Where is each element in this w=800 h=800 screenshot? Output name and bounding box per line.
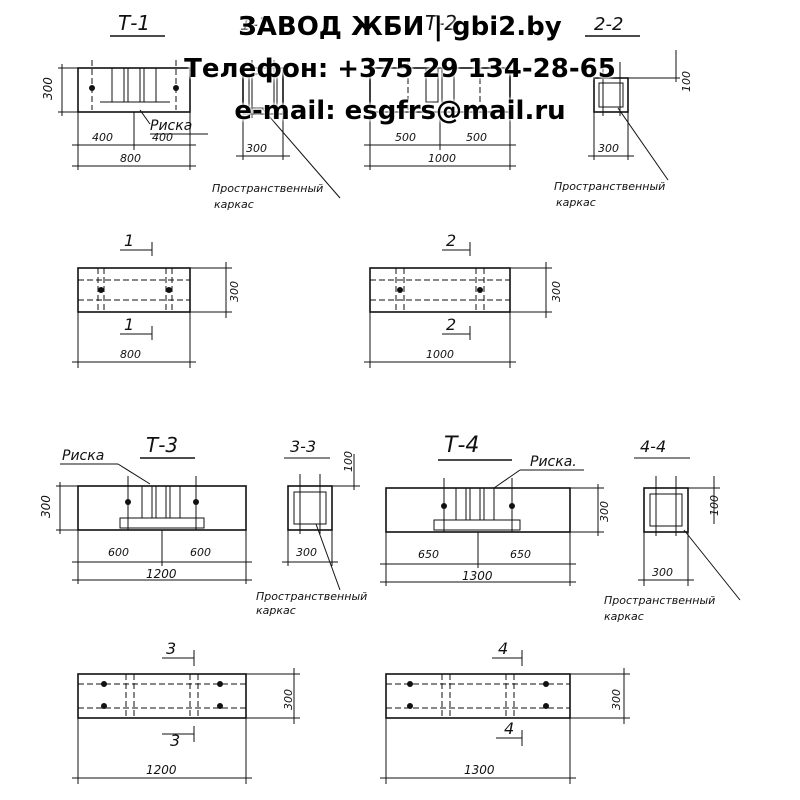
plan-3: 3 300 3 1200 — [72, 639, 300, 784]
t2-dim-left: 500 — [395, 131, 416, 144]
p1-height: 300 — [228, 281, 241, 302]
p3-mark-top: 3 — [166, 639, 176, 658]
t3-dim-total: 1200 — [146, 567, 177, 581]
s4-top: 100 — [708, 495, 721, 516]
frame-note-1a: Пространственный — [212, 182, 323, 195]
s2-title: 2-2 — [594, 14, 623, 35]
section-1-1: 1-1 300 — [236, 14, 341, 199]
p2-height: 300 — [550, 281, 563, 302]
p4-total: 1300 — [464, 763, 495, 777]
plan-4: 4 300 4 1300 — [380, 639, 630, 784]
email-banner: e-mail: esgfrs@mail.ru — [234, 96, 566, 126]
section-2-2: 2-2 100 300 — [585, 14, 693, 181]
s3-top: 100 — [342, 451, 355, 472]
t3-height: 300 — [39, 495, 53, 518]
t4-title: Т-4 — [444, 433, 479, 458]
t3-title: Т-3 — [146, 433, 178, 457]
frame-note-2b: каркас — [556, 196, 596, 209]
t4-dim-right: 650 — [510, 548, 531, 561]
t1-dim-left: 400 — [92, 131, 113, 144]
frame-note-4b: каркас — [604, 610, 644, 623]
p1-mark-top: 1 — [124, 231, 134, 250]
t4-riska-label: Риска. — [530, 454, 577, 470]
t3-dim-right: 600 — [190, 546, 211, 559]
p4-mark-top: 4 — [498, 639, 508, 658]
company-banner: ЗАВОД ЖБИ | gbi2.by — [238, 12, 562, 42]
s4-width: 300 — [652, 566, 673, 579]
t2-title: Т-2 — [425, 11, 457, 35]
s2-top: 100 — [680, 71, 693, 92]
s3-title: 3-3 — [290, 437, 316, 456]
t4-dim-total: 1300 — [462, 569, 493, 583]
section-3-3: 3-3 100 300 — [282, 437, 360, 591]
t1-riska-label: Риска — [150, 118, 192, 134]
t2-dim-right: 500 — [466, 131, 487, 144]
t3-riska-label: Риска — [62, 448, 104, 464]
plan-2: 2 300 2 1000 — [364, 231, 563, 368]
p2-mark-bottom: 2 — [446, 315, 456, 334]
t1-dim-right: 400 — [152, 131, 173, 144]
phone-banner: Телефон: +375 29 134-28-65 — [184, 54, 616, 84]
block-t3-elevation: Риска Т-3 300 600 600 1200 — [39, 433, 252, 584]
p3-mark-bottom: 3 — [170, 731, 180, 750]
p2-total: 1000 — [426, 348, 454, 361]
section-4-4: 4-4 100 300 — [634, 437, 741, 601]
plan-1: 1 300 1 800 — [72, 231, 241, 368]
p4-mark-bottom: 4 — [504, 719, 514, 738]
s4-title: 4-4 — [640, 437, 666, 456]
s1-title: 1-1 — [240, 14, 269, 35]
s1-width: 300 — [246, 142, 267, 155]
p1-total: 800 — [120, 348, 141, 361]
block-t4-elevation: Т-4 Риска. 300 650 650 1300 — [380, 433, 611, 586]
t1-title: Т-1 — [118, 11, 150, 35]
s3-width: 300 — [296, 546, 317, 559]
block-t1-elevation: Т-1 300 Риска 400 400 800 — [41, 11, 208, 170]
t1-height: 300 — [41, 77, 55, 100]
t4-dim-left: 650 — [418, 548, 439, 561]
t4-height: 300 — [598, 501, 611, 522]
p3-height: 300 — [282, 689, 295, 710]
p1-mark-bottom: 1 — [124, 315, 134, 334]
frame-note-3a: Пространственный — [256, 590, 367, 603]
p3-total: 1200 — [146, 763, 177, 777]
frame-note-1b: каркас — [214, 198, 254, 211]
frame-note-4a: Пространственный — [604, 594, 715, 607]
frame-note-2a: Пространственный — [554, 180, 665, 193]
s2-width: 300 — [598, 142, 619, 155]
frame-note-3b: каркас — [256, 604, 296, 617]
p4-height: 300 — [610, 689, 623, 710]
block-t2-elevation: Т-2 500 500 1000 — [364, 11, 516, 170]
t2-dim-total: 1000 — [428, 152, 456, 165]
t3-dim-left: 600 — [108, 546, 129, 559]
p2-mark-top: 2 — [446, 231, 456, 250]
t1-dim-total: 800 — [120, 152, 141, 165]
